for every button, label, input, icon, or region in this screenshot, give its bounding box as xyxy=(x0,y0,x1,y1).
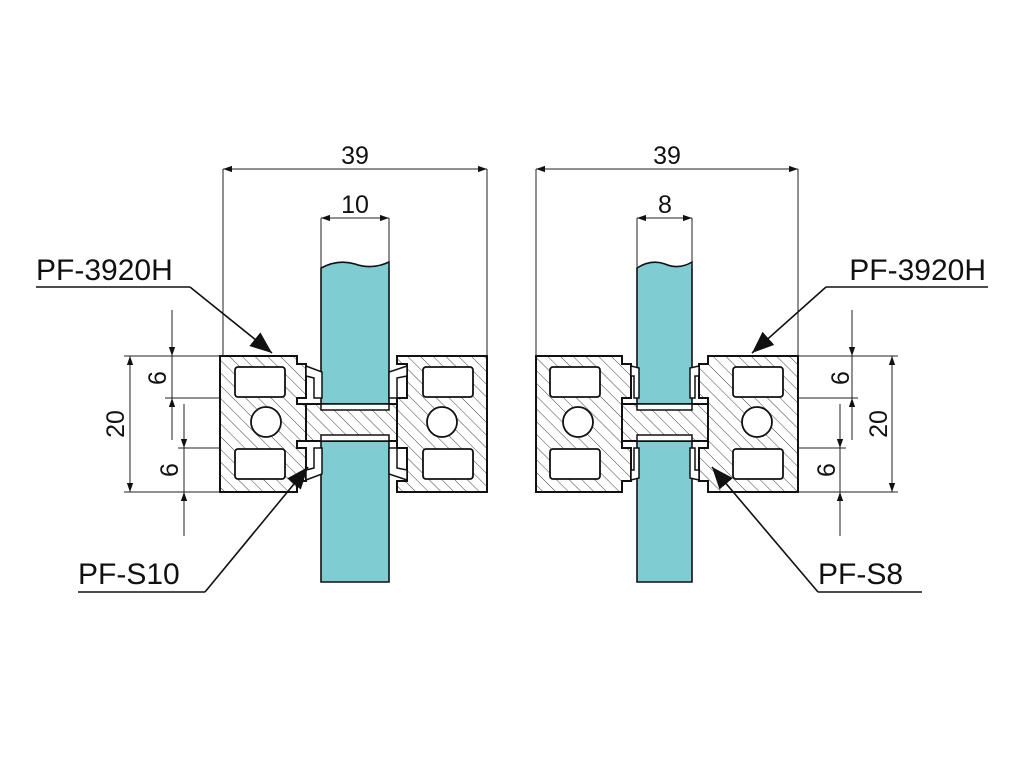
right-chamber xyxy=(549,448,601,480)
left-chamber xyxy=(422,448,474,480)
left-bottom-offset-dim: 6 xyxy=(156,463,184,477)
left-seal-top-left xyxy=(305,364,323,399)
right-screw-channel xyxy=(562,406,594,438)
right-seal-bottom-left xyxy=(630,447,640,481)
left-detail: 39 10 20 6 6 PF-3920H PF-S10 xyxy=(36,142,488,593)
right-screw-channel xyxy=(741,406,773,438)
left-seal-label: PF-S10 xyxy=(78,558,180,591)
right-seal-bottom-right xyxy=(689,447,700,481)
right-detail: 39 8 20 6 6 PF-3920H PF-S8 xyxy=(535,142,988,593)
left-seal-top-right xyxy=(388,364,408,399)
left-profile-label: PF-3920H xyxy=(36,254,173,287)
right-seal-top-right xyxy=(689,365,700,399)
right-overall-width-dim: 39 xyxy=(653,142,681,170)
left-glass-thickness-dim: 10 xyxy=(341,191,369,219)
right-chamber xyxy=(549,366,601,398)
right-glass-thickness-dim: 8 xyxy=(658,191,672,219)
right-profile-label: PF-3920H xyxy=(849,254,986,287)
left-top-offset-dim: 6 xyxy=(144,371,172,385)
left-screw-channel xyxy=(250,406,282,438)
left-overall-width-dim: 39 xyxy=(341,142,369,170)
left-profile-height-dim: 20 xyxy=(102,410,130,438)
right-chamber xyxy=(732,448,784,480)
right-profile-height-dim: 20 xyxy=(865,410,893,438)
left-seal-bottom-right xyxy=(388,447,408,482)
right-top-offset-dim: 6 xyxy=(827,371,855,385)
left-chamber xyxy=(422,366,474,398)
right-seal-label: PF-S8 xyxy=(818,558,903,591)
right-seal-web-bottom xyxy=(636,434,693,442)
left-chamber xyxy=(234,448,286,480)
left-seal-web-bottom xyxy=(320,434,390,442)
right-seal-web-top xyxy=(636,403,693,411)
left-seal-web-top xyxy=(320,403,390,411)
left-chamber xyxy=(234,366,286,398)
left-screw-channel xyxy=(426,406,458,438)
right-seal-top-left xyxy=(630,365,640,399)
right-chamber xyxy=(732,366,784,398)
right-bottom-offset-dim: 6 xyxy=(813,463,841,477)
left-seal-bottom-left xyxy=(305,447,323,482)
